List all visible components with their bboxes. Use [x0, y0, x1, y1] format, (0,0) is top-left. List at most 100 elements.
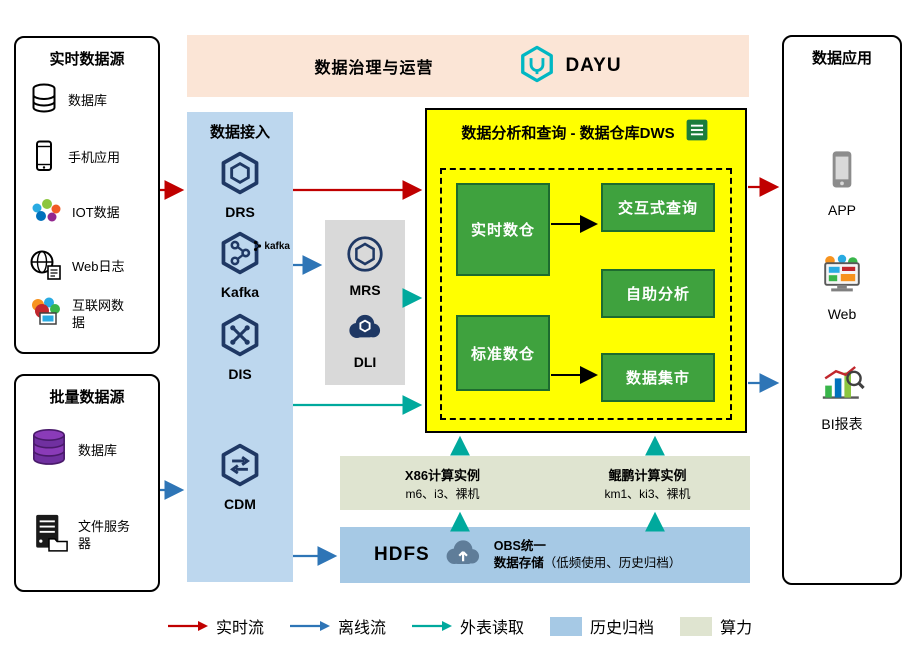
app-item-label: BI报表 [821, 416, 863, 432]
legend-label: 历史归档 [590, 620, 655, 637]
x86-compute: X86计算实例 m6、i3、裸机 [340, 456, 545, 510]
service-label: DIS [228, 366, 252, 382]
service-kafka: kafka Kafka [187, 230, 293, 300]
compute-instances-panel: X86计算实例 m6、i3、裸机 鲲鹏计算实例 km1、ki3、裸机 [340, 456, 750, 510]
dayu-logo: DAYU [518, 45, 621, 88]
legend-external-read: 外表读取 [412, 614, 524, 638]
source-item-label: 文件服务器 [78, 519, 131, 551]
dis-icon [217, 312, 263, 363]
source-item-mobile-app: 手机应用 [28, 139, 152, 178]
legend-compute-power: 算力 [680, 614, 752, 638]
node-data-mart: 数据集市 [601, 353, 715, 402]
app-item-label: Web [827, 306, 857, 322]
kunpeng-compute: 鲲鹏计算实例 km1、ki3、裸机 [545, 456, 750, 510]
red-arrow-icon [168, 621, 208, 631]
service-dis: DIS [187, 312, 293, 382]
kafka-icon [217, 230, 263, 281]
compute-swatch [680, 616, 713, 636]
dli-icon [343, 308, 387, 351]
node-interactive-query: 交互式查询 [601, 183, 715, 232]
governance-banner: 数据治理与运营 DAYU [187, 35, 749, 97]
obs-cloud-icon [440, 536, 484, 575]
obs-line2: 数据存储 [493, 556, 544, 570]
kafka-logo-mark: kafka [253, 240, 290, 252]
app-item-bi-report: BI报表 [784, 361, 900, 434]
kunpeng-subtitle: km1、ki3、裸机 [604, 486, 691, 501]
app-phone-icon [823, 149, 861, 196]
batch-sources-panel: 批量数据源 数据库 文件服务器 [14, 374, 160, 592]
service-label: DLI [353, 354, 377, 370]
cdm-icon [217, 442, 263, 493]
database-icon [28, 82, 60, 121]
legend-label: 算力 [720, 620, 753, 637]
source-item-file-server: 文件服务器 [28, 512, 152, 559]
data-applications-title: 数据应用 [811, 50, 872, 67]
service-cdm: CDM [187, 442, 293, 512]
data-ingest-panel: 数据接入 DRS kafka Kafka DIS [187, 112, 293, 582]
bi-report-icon [818, 361, 866, 408]
legend-label: 实时流 [216, 620, 265, 637]
dayu-logo-text: DAYU [565, 55, 622, 76]
report-icon [683, 117, 711, 147]
iot-icon [28, 196, 64, 231]
internet-data-icon [28, 296, 64, 333]
source-item-label: 数据库 [78, 443, 118, 459]
x86-title: X86计算实例 [404, 467, 481, 483]
hdfs-label: HDFS [374, 544, 430, 565]
service-label: CDM [224, 496, 256, 512]
source-item-label: 互联网数据 [72, 298, 125, 330]
obs-line1: OBS统一 [493, 539, 546, 554]
source-item-label: 数据库 [68, 93, 108, 109]
service-drs: DRS [187, 150, 293, 220]
legend-history-archive: 历史归档 [550, 614, 654, 638]
hdfs-obs-panel: HDFS OBS统一 数据存储（低频使用、历史归档） [340, 527, 750, 583]
governance-title: 数据治理与运营 [314, 60, 434, 77]
source-item-internet-data: 互联网数据 [28, 296, 152, 333]
web-monitor-icon [818, 253, 866, 300]
mrs-dli-panel: MRS DLI [325, 220, 405, 385]
kunpeng-title: 鲲鹏计算实例 [608, 467, 687, 483]
app-item-label: APP [827, 202, 856, 218]
legend-offline-flow: 离线流 [290, 614, 386, 638]
obs-note: （低频使用、历史归档） [543, 556, 682, 570]
kafka-mark-text: kafka [264, 240, 290, 252]
purple-database-icon [28, 428, 70, 475]
source-item-batch-database: 数据库 [28, 428, 152, 475]
realtime-sources-title: 实时数据源 [49, 51, 125, 68]
node-standard-warehouse: 标准数仓 [456, 315, 550, 391]
source-item-weblog: Web日志 [28, 249, 152, 286]
source-item-label: Web日志 [72, 259, 125, 275]
archive-swatch [550, 616, 583, 636]
realtime-sources-panel: 实时数据源 数据库 手机应用 IOT数据 Web日志 [14, 36, 160, 354]
source-item-label: 手机应用 [68, 150, 121, 166]
node-realtime-warehouse: 实时数仓 [456, 183, 550, 276]
service-label: DRS [225, 204, 255, 220]
legend-label: 外表读取 [460, 620, 525, 637]
blue-arrow-icon [290, 621, 331, 631]
service-label: Kafka [220, 284, 260, 300]
service-mrs: MRS [325, 234, 405, 298]
source-item-label: IOT数据 [72, 205, 120, 221]
dws-inner-boundary [440, 168, 732, 420]
kafka-glyph-icon [254, 240, 262, 252]
legend: 实时流 离线流 外表读取 历史归档 算力 [168, 614, 752, 638]
weblog-icon [28, 249, 64, 286]
obs-storage-text: OBS统一 数据存储（低频使用、历史归档） [494, 538, 682, 572]
app-item-web: Web [784, 253, 900, 322]
phone-icon [28, 139, 60, 178]
drs-icon [217, 150, 263, 201]
teal-arrow-icon [412, 621, 453, 631]
data-ingest-title: 数据接入 [209, 124, 270, 141]
data-applications-panel: 数据应用 APP Web BI报表 [782, 35, 902, 585]
dws-title-text: 数据分析和查询 - 数据仓库DWS [461, 124, 675, 142]
x86-subtitle: m6、i3、裸机 [405, 486, 480, 501]
app-item-app: APP [784, 149, 900, 218]
source-item-database: 数据库 [28, 82, 152, 121]
source-item-iot: IOT数据 [28, 196, 152, 231]
dayu-icon [518, 45, 556, 88]
node-self-service-analysis: 自助分析 [601, 269, 715, 318]
service-label: MRS [349, 282, 381, 298]
service-dli: DLI [325, 308, 405, 370]
legend-realtime-flow: 实时流 [168, 614, 264, 638]
